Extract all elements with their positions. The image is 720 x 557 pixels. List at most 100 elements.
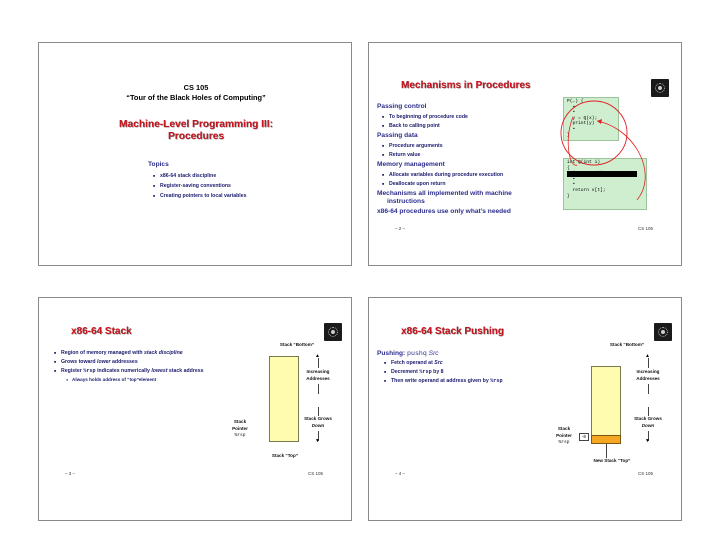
bullet-item: Procedure arguments [382,143,443,149]
text: addresses [110,359,138,365]
bullet-mechanisms-cont: instructions [387,198,425,205]
code-q-highlight: int t = 3*i; [567,171,637,177]
stack-memory-region [269,356,299,442]
addresses-label: Addresses [636,376,660,381]
bullet-item: Region of memory managed with stack disc… [54,350,183,356]
slide-4-stack-pushing: x86-64 Stack Pushing Pushing: pushq Src … [368,297,682,521]
emphasis: stack discipline [144,350,183,356]
course-footer: CS 105 [637,471,653,476]
rsp-label: %rsp [234,433,246,438]
increasing-label: Increasing [636,369,660,374]
minus-8-box: -8 [579,433,589,441]
return-arrow [596,120,646,201]
grows-arrow [648,431,649,441]
text: stack address [167,368,204,374]
black-hole-logo-icon [324,323,342,341]
bullet-item: Return value [382,152,421,158]
text: indicates numerically [95,368,152,374]
code-q-body: • • return v[t]; } [567,176,606,199]
arrow-up-icon: ▲ [315,353,320,359]
bullet-item: Fetch operand at Src [384,360,443,366]
bullet-item: Register %rsp indicates numerically lowe… [54,368,204,374]
bullet-item: Decrement %rsp by 8 [384,369,444,375]
black-hole-logo-icon [651,79,669,97]
register-code: %rsp [419,369,432,375]
stack-bottom-label: Stack “Bottom” [609,342,645,347]
grows-arrow-top [648,407,649,416]
page-number: – 3 – [65,471,76,476]
addresses-label: Addresses [306,376,330,381]
lecture-title-line2: Procedures [167,131,225,142]
course-name: CS 105 [183,83,209,92]
call-arrow [567,116,578,166]
text: by 8 [431,369,444,375]
arrow-down-icon: ▼ [315,438,320,444]
bullet-memory-management: Memory management [377,161,445,168]
course-subtitle: “Tour of the Black Holes of Computing” [126,93,266,102]
topics-heading: Topics [148,161,169,168]
code-callee-q: int Q(int i) { int t = 3*i; • • return v… [563,158,647,210]
bullet-item: To beginning of procedure code [382,114,468,120]
bullet-item: Deallocate upon return [382,181,445,187]
bullet-x86-note: x86-64 procedures use only what’s needed [377,208,511,215]
text: Region of memory managed with [61,350,145,356]
emphasis: lower [97,359,111,365]
text: Decrement [391,369,420,375]
pushq-code: pushq [407,350,427,357]
arrow-up-icon: ▲ [645,353,650,359]
increasing-arrow-tail [318,384,319,394]
bullet-item: Allocate variables during procedure exec… [382,172,503,178]
bullet-item: Grows toward lower addresses [54,359,138,365]
bullet-passing-control: Passing control [377,103,427,110]
bullet-mechanisms: Mechanisms all implemented with machine [377,190,512,197]
grows-arrow [318,431,319,441]
text: Grows toward [61,359,98,365]
grows-arrow-top [318,407,319,416]
stack-bottom-label: Stack “Bottom” [279,342,315,347]
slide-3-stack: x86-64 Stack Region of memory managed wi… [38,297,352,521]
topic-item: Creating pointers to local variables [153,193,247,199]
pushed-element [591,435,621,444]
topic-item: x86-64 stack discipline [153,173,216,179]
topic-item: Register-saving conventions [153,183,231,189]
bullet-subitem: Always holds address of “top”element [66,377,156,382]
text: Fetch operand at [391,360,435,366]
increasing-arrow [318,358,319,368]
arrow-down-icon: ▼ [645,438,650,444]
control-flow-annotation [560,100,646,201]
arrow-head-icon [597,119,602,124]
black-hole-logo-icon [654,323,672,341]
stack-grows-label: Stack Grows [304,416,332,421]
increasing-arrow [648,358,649,368]
course-footer: CS 105 [307,471,323,476]
lecture-title-line1: Machine-Level Programming III: [119,119,273,130]
increasing-label: Increasing [306,369,330,374]
stack-pointer-label: Stack [233,419,247,424]
text: Pushing: [377,350,408,357]
code-q-header: int Q(int i) { [567,160,601,171]
register-code: %rsp [83,368,96,374]
emphasis: lowest [151,368,168,374]
bullet-passing-data: Passing data [377,132,418,139]
new-top-pointer-line [606,444,607,458]
src-operand: Src [426,350,439,357]
down-label: Down [641,423,655,428]
pushing-heading: Pushing: pushq Src [377,350,439,357]
emphasis: Src [434,360,443,366]
stack-memory-region [591,366,621,438]
stack-pointer-label: Pointer [556,433,572,438]
slide-2-mechanisms: Mechanisms in Procedures Passing control… [368,42,682,266]
red-circle [560,100,628,166]
slide-title: x86-64 Stack [71,326,132,337]
stack-pointer-label: Pointer [232,426,248,431]
increasing-arrow-tail [648,384,649,394]
stack-pointer-label: Stack [557,426,571,431]
bullet-item: Then write operand at address given by %… [384,378,503,384]
page-number: – 4 – [395,471,406,476]
register-code: %rsp [490,378,503,384]
course-footer: CS 105 [637,226,653,231]
page-number: – 2 – [395,226,406,231]
text: Then write operand at address given by [391,378,491,384]
bullet-item: Back to calling point [382,123,440,129]
slide-title: Mechanisms in Procedures [401,80,531,91]
